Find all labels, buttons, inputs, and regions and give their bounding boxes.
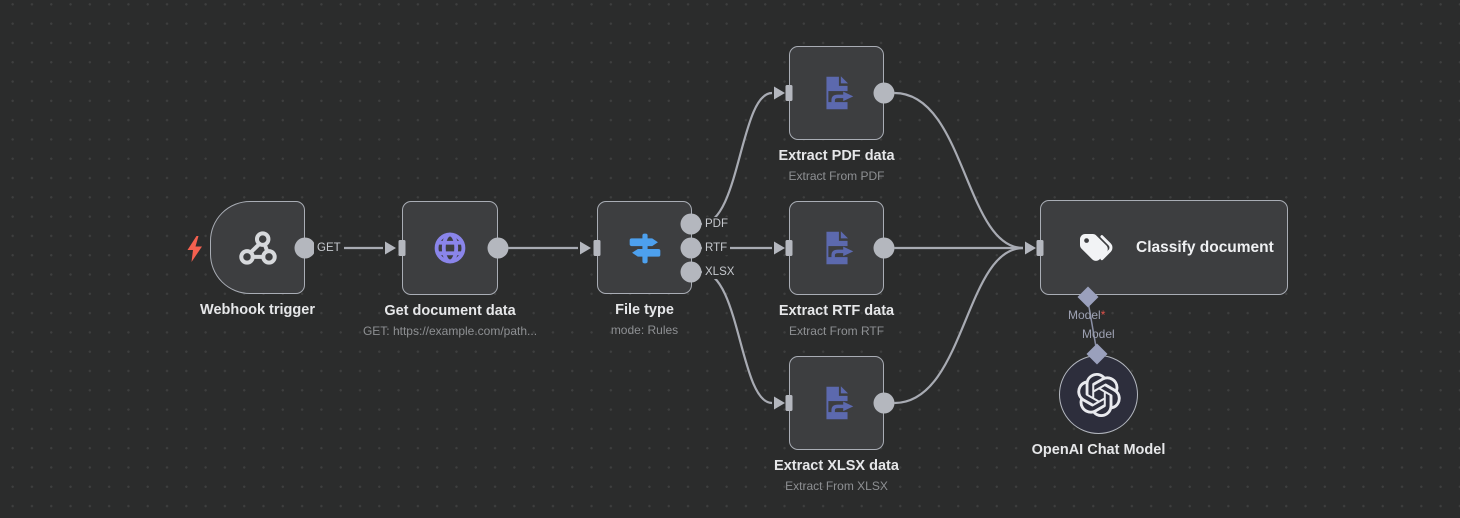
node-subtitle: Extract From XLSX bbox=[785, 479, 888, 493]
node-get-document-data[interactable]: Get document data GET: https://example.c… bbox=[363, 201, 537, 338]
required-asterisk: * bbox=[1100, 308, 1106, 322]
classify-model-port-label: Model* bbox=[1068, 308, 1106, 322]
node-label: Get document data bbox=[384, 303, 516, 319]
openai-model-port-label: Model bbox=[1082, 327, 1115, 341]
port-label-rtf: RTF bbox=[702, 241, 731, 255]
node-extract-rtf-data[interactable]: Extract RTF data Extract From RTF bbox=[779, 201, 894, 338]
edge-extract-xlsx-to-classify[interactable] bbox=[894, 246, 1024, 405]
node-subtitle: mode: Rules bbox=[610, 323, 679, 337]
node-subtitle: Extract From RTF bbox=[788, 324, 885, 338]
file-export-icon bbox=[825, 76, 853, 110]
port-label-xlsx: XLSX bbox=[702, 265, 738, 279]
edge-extract-pdf-to-classify[interactable] bbox=[894, 91, 1024, 250]
node-webhook-trigger[interactable]: Webhook trigger bbox=[200, 201, 315, 318]
file-export-icon bbox=[825, 386, 853, 420]
node-label: OpenAI Chat Model bbox=[1031, 442, 1166, 458]
tags-icon bbox=[1080, 233, 1113, 261]
edge-label-get: GET bbox=[314, 241, 344, 255]
webhook-icon bbox=[238, 230, 277, 265]
node-label: Extract RTF data bbox=[778, 303, 895, 319]
node-label: Webhook trigger bbox=[200, 302, 315, 318]
node-label: Extract PDF data bbox=[778, 148, 895, 164]
openai-logo-icon bbox=[1076, 372, 1121, 417]
node-extract-pdf-data[interactable]: Extract PDF data Extract From PDF bbox=[778, 46, 895, 183]
node-title: Classify document bbox=[1136, 238, 1274, 256]
node-subtitle: GET: https://example.com/path... bbox=[362, 324, 538, 338]
port-label-pdf: PDF bbox=[702, 217, 731, 231]
node-label: Extract XLSX data bbox=[774, 458, 899, 474]
node-classify-document[interactable]: Classify document bbox=[1040, 200, 1288, 295]
file-export-icon bbox=[825, 231, 853, 265]
globe-icon bbox=[434, 232, 466, 264]
lightning-bolt-icon bbox=[187, 236, 202, 262]
node-file-type[interactable]: File type mode: Rules bbox=[597, 201, 692, 337]
edge-filetype-xlsx-to-extract-xlsx[interactable] bbox=[701, 270, 773, 405]
node-extract-xlsx-data[interactable]: Extract XLSX data Extract From XLSX bbox=[774, 356, 899, 493]
node-subtitle: Extract From PDF bbox=[788, 169, 885, 183]
node-label: File type bbox=[615, 302, 674, 318]
edge-filetype-pdf-to-extract-pdf[interactable] bbox=[701, 91, 773, 226]
node-openai-chat-model[interactable]: OpenAI Chat Model bbox=[1032, 355, 1165, 458]
signpost-icon bbox=[629, 233, 660, 263]
